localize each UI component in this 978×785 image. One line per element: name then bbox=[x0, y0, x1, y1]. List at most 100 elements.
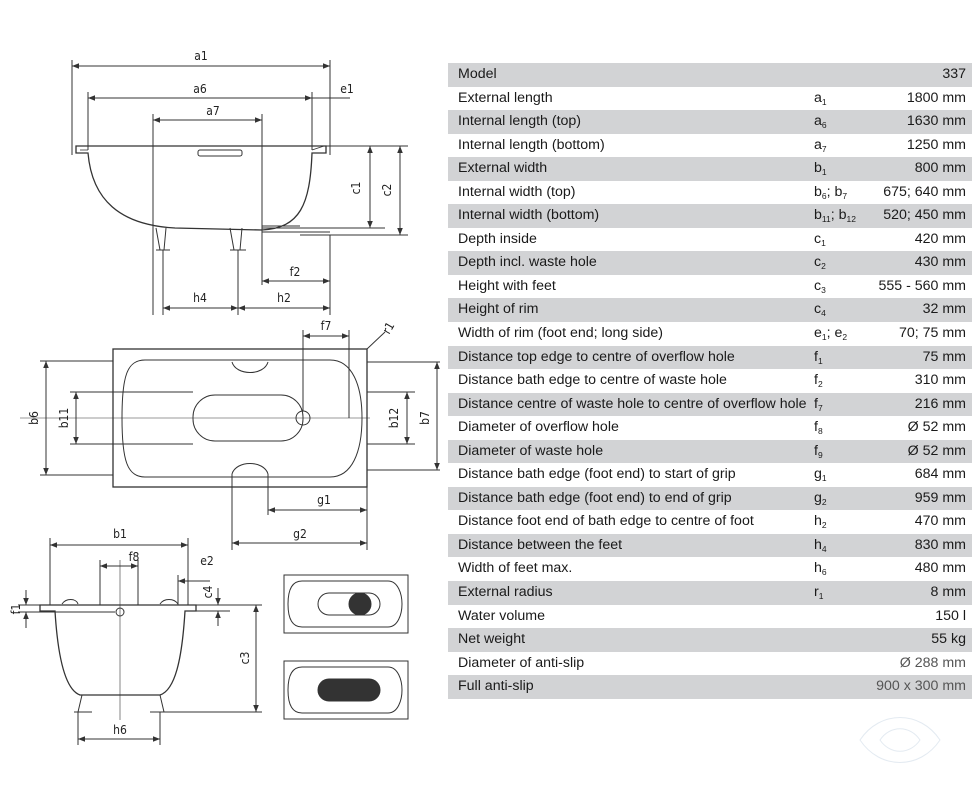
spec-symbol-letter: g bbox=[814, 466, 822, 483]
spec-symbol: b6; b7 bbox=[814, 181, 847, 209]
spec-symbol-letter: a bbox=[814, 89, 822, 106]
spec-value: 555 - 560 mm bbox=[878, 277, 966, 294]
spec-value: 70; 75 mm bbox=[898, 325, 966, 342]
spec-value: 55 kg bbox=[931, 631, 966, 648]
label-a1: a1 bbox=[194, 49, 207, 63]
label-b1: b1 bbox=[113, 527, 127, 541]
spec-value: 310 mm bbox=[914, 372, 966, 389]
spec-symbol: f8 bbox=[814, 416, 823, 444]
technical-drawing: a1 a6 e1 a7 c1 c2 f2 h4 h2 f7 r1 b6 b11 … bbox=[0, 0, 440, 783]
spec-symbol-letter: h bbox=[814, 536, 822, 553]
spec-value: 337 bbox=[942, 66, 966, 82]
spec-value: 75 mm bbox=[922, 348, 966, 365]
label-b11: b11 bbox=[57, 408, 71, 429]
spec-label: Water volume bbox=[458, 607, 545, 624]
spec-symbol-letter: a bbox=[814, 113, 822, 130]
spec-label: Internal length (top) bbox=[458, 113, 582, 130]
spec-value: 216 mm bbox=[914, 395, 966, 412]
label-e2: e2 bbox=[200, 554, 214, 568]
spec-value: 32 mm bbox=[922, 301, 966, 318]
spec-symbol-subscript: 12 bbox=[846, 214, 856, 225]
label-g2: g2 bbox=[293, 527, 307, 541]
spec-value: 480 mm bbox=[914, 560, 966, 577]
spec-symbol: h2 bbox=[814, 510, 827, 538]
spec-symbol-letter: ; b bbox=[826, 183, 843, 200]
spec-value: Ø 52 mm bbox=[907, 442, 966, 459]
spec-symbol: c2 bbox=[814, 251, 826, 279]
spec-symbol: h6 bbox=[814, 557, 827, 585]
spec-symbol-letter: e bbox=[814, 325, 822, 342]
label-c1: c1 bbox=[349, 182, 363, 195]
spec-row: Net weight 55 kg bbox=[448, 628, 972, 652]
label-a7: a7 bbox=[206, 104, 219, 118]
label-e1: e1 bbox=[340, 82, 354, 96]
spec-symbol-subscript: 4 bbox=[821, 308, 826, 319]
spec-label: Height of rim bbox=[458, 301, 539, 318]
spec-symbol-letter: f bbox=[814, 395, 818, 412]
spec-label: Distance foot end of bath edge to centre… bbox=[458, 513, 754, 530]
spec-label: Width of rim (foot end; long side) bbox=[458, 325, 664, 342]
spec-symbol-subscript: 2 bbox=[821, 496, 827, 507]
spec-value: 675; 640 mm bbox=[883, 183, 966, 200]
spec-value: 959 mm bbox=[914, 489, 966, 506]
spec-row: Distance foot end of bath edge to centre… bbox=[448, 510, 972, 534]
spec-symbol-subscript: 1 bbox=[821, 332, 827, 343]
spec-label: Net weight bbox=[458, 631, 526, 648]
spec-label: External radius bbox=[458, 584, 553, 601]
spec-symbol-letter: f bbox=[814, 442, 818, 459]
spec-row: Distance bath edge (foot end) to start o… bbox=[448, 463, 972, 487]
label-c3: c3 bbox=[238, 652, 252, 665]
spec-symbol-letter: ; e bbox=[826, 325, 843, 342]
spec-symbol-subscript: 2 bbox=[821, 520, 827, 531]
anti-slip-round-thumbnail bbox=[283, 574, 409, 634]
spec-label: Width of feet max. bbox=[458, 560, 573, 577]
spec-symbol-subscript: 1 bbox=[821, 237, 826, 248]
label-f1: f1 bbox=[9, 604, 23, 615]
spec-row: Width of rim (foot end; long side)e1; e2… bbox=[448, 322, 972, 346]
spec-symbol-subscript: 2 bbox=[817, 379, 823, 390]
spec-label: Full anti-slip bbox=[458, 678, 534, 695]
spec-label: Internal width (top) bbox=[458, 183, 576, 200]
spec-symbol: r1 bbox=[814, 581, 823, 609]
spec-label: Model bbox=[458, 66, 497, 82]
spec-symbol-subscript: 4 bbox=[821, 543, 827, 554]
label-h6: h6 bbox=[113, 723, 127, 737]
spec-symbol-letter: c bbox=[814, 301, 822, 318]
spec-label: Diameter of waste hole bbox=[458, 442, 604, 459]
spec-label: Distance centre of waste hole to centre … bbox=[458, 395, 807, 412]
spec-symbol-letter: f bbox=[814, 348, 818, 365]
spec-symbol-subscript: 2 bbox=[821, 261, 826, 272]
spec-row: Distance top edge to centre of overflow … bbox=[448, 345, 972, 370]
spec-symbol-letter: h bbox=[814, 513, 822, 530]
label-h4: h4 bbox=[193, 291, 207, 305]
spec-value: 1800 mm bbox=[906, 89, 966, 106]
end-view bbox=[18, 538, 262, 745]
spec-symbol-subscript: 6 bbox=[821, 567, 827, 578]
spec-symbol: b1 bbox=[814, 157, 827, 185]
spec-label: Diameter of overflow hole bbox=[458, 419, 619, 436]
spec-row: Full anti-slip 900 x 300 mm bbox=[448, 675, 972, 699]
spec-symbol-letter: h bbox=[814, 560, 822, 577]
spec-symbol-letter: f bbox=[814, 419, 818, 436]
spec-value: 684 mm bbox=[914, 466, 966, 483]
spec-symbol: a6 bbox=[814, 110, 827, 138]
spec-value: 900 x 300 mm bbox=[876, 678, 966, 695]
spec-value: 8 mm bbox=[930, 584, 966, 601]
spec-symbol-subscript: 9 bbox=[817, 449, 823, 460]
spec-symbol-letter: c bbox=[814, 277, 822, 294]
spec-label: Depth inside bbox=[458, 230, 537, 247]
spec-row: Model 337 bbox=[448, 63, 972, 87]
label-f7: f7 bbox=[321, 319, 332, 333]
label-f2: f2 bbox=[290, 265, 301, 279]
